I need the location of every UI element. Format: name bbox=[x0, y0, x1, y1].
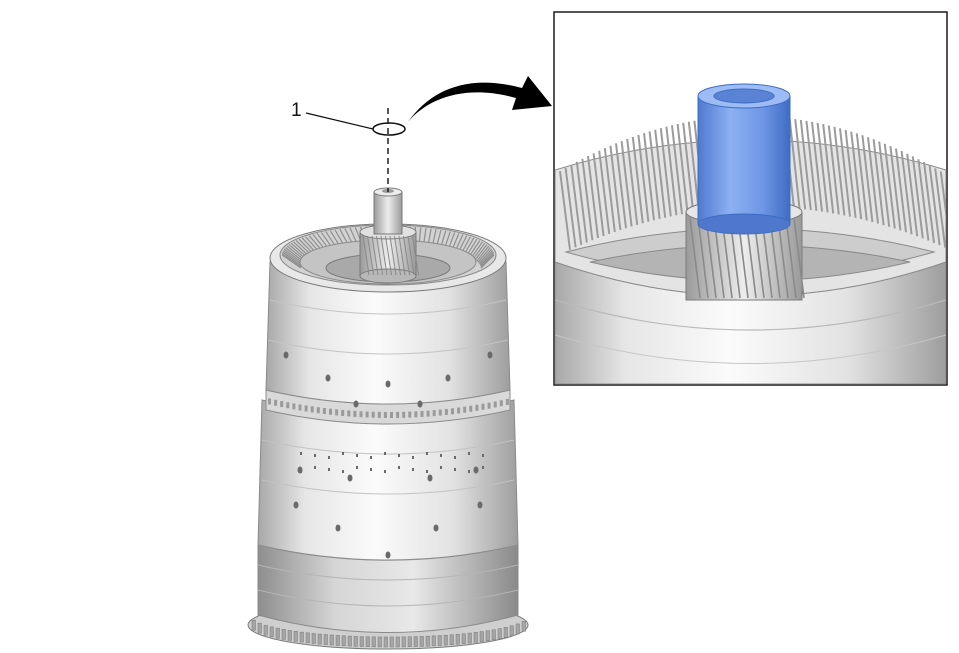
transmission-assembly bbox=[247, 187, 529, 650]
housing-holes bbox=[283, 351, 493, 559]
callout-leader-line bbox=[305, 112, 374, 130]
bottom-flange-teeth bbox=[251, 619, 526, 648]
detail-inset bbox=[553, 11, 948, 386]
input-shaft bbox=[373, 191, 403, 235]
curved-arrow-icon bbox=[408, 76, 552, 122]
clutch-band-teeth bbox=[268, 398, 509, 418]
sun-gear-teeth bbox=[362, 235, 419, 276]
inset-highlighted-part bbox=[697, 95, 791, 225]
ring-seal-icon bbox=[372, 122, 406, 136]
callout-number-1: 1 bbox=[291, 100, 302, 121]
